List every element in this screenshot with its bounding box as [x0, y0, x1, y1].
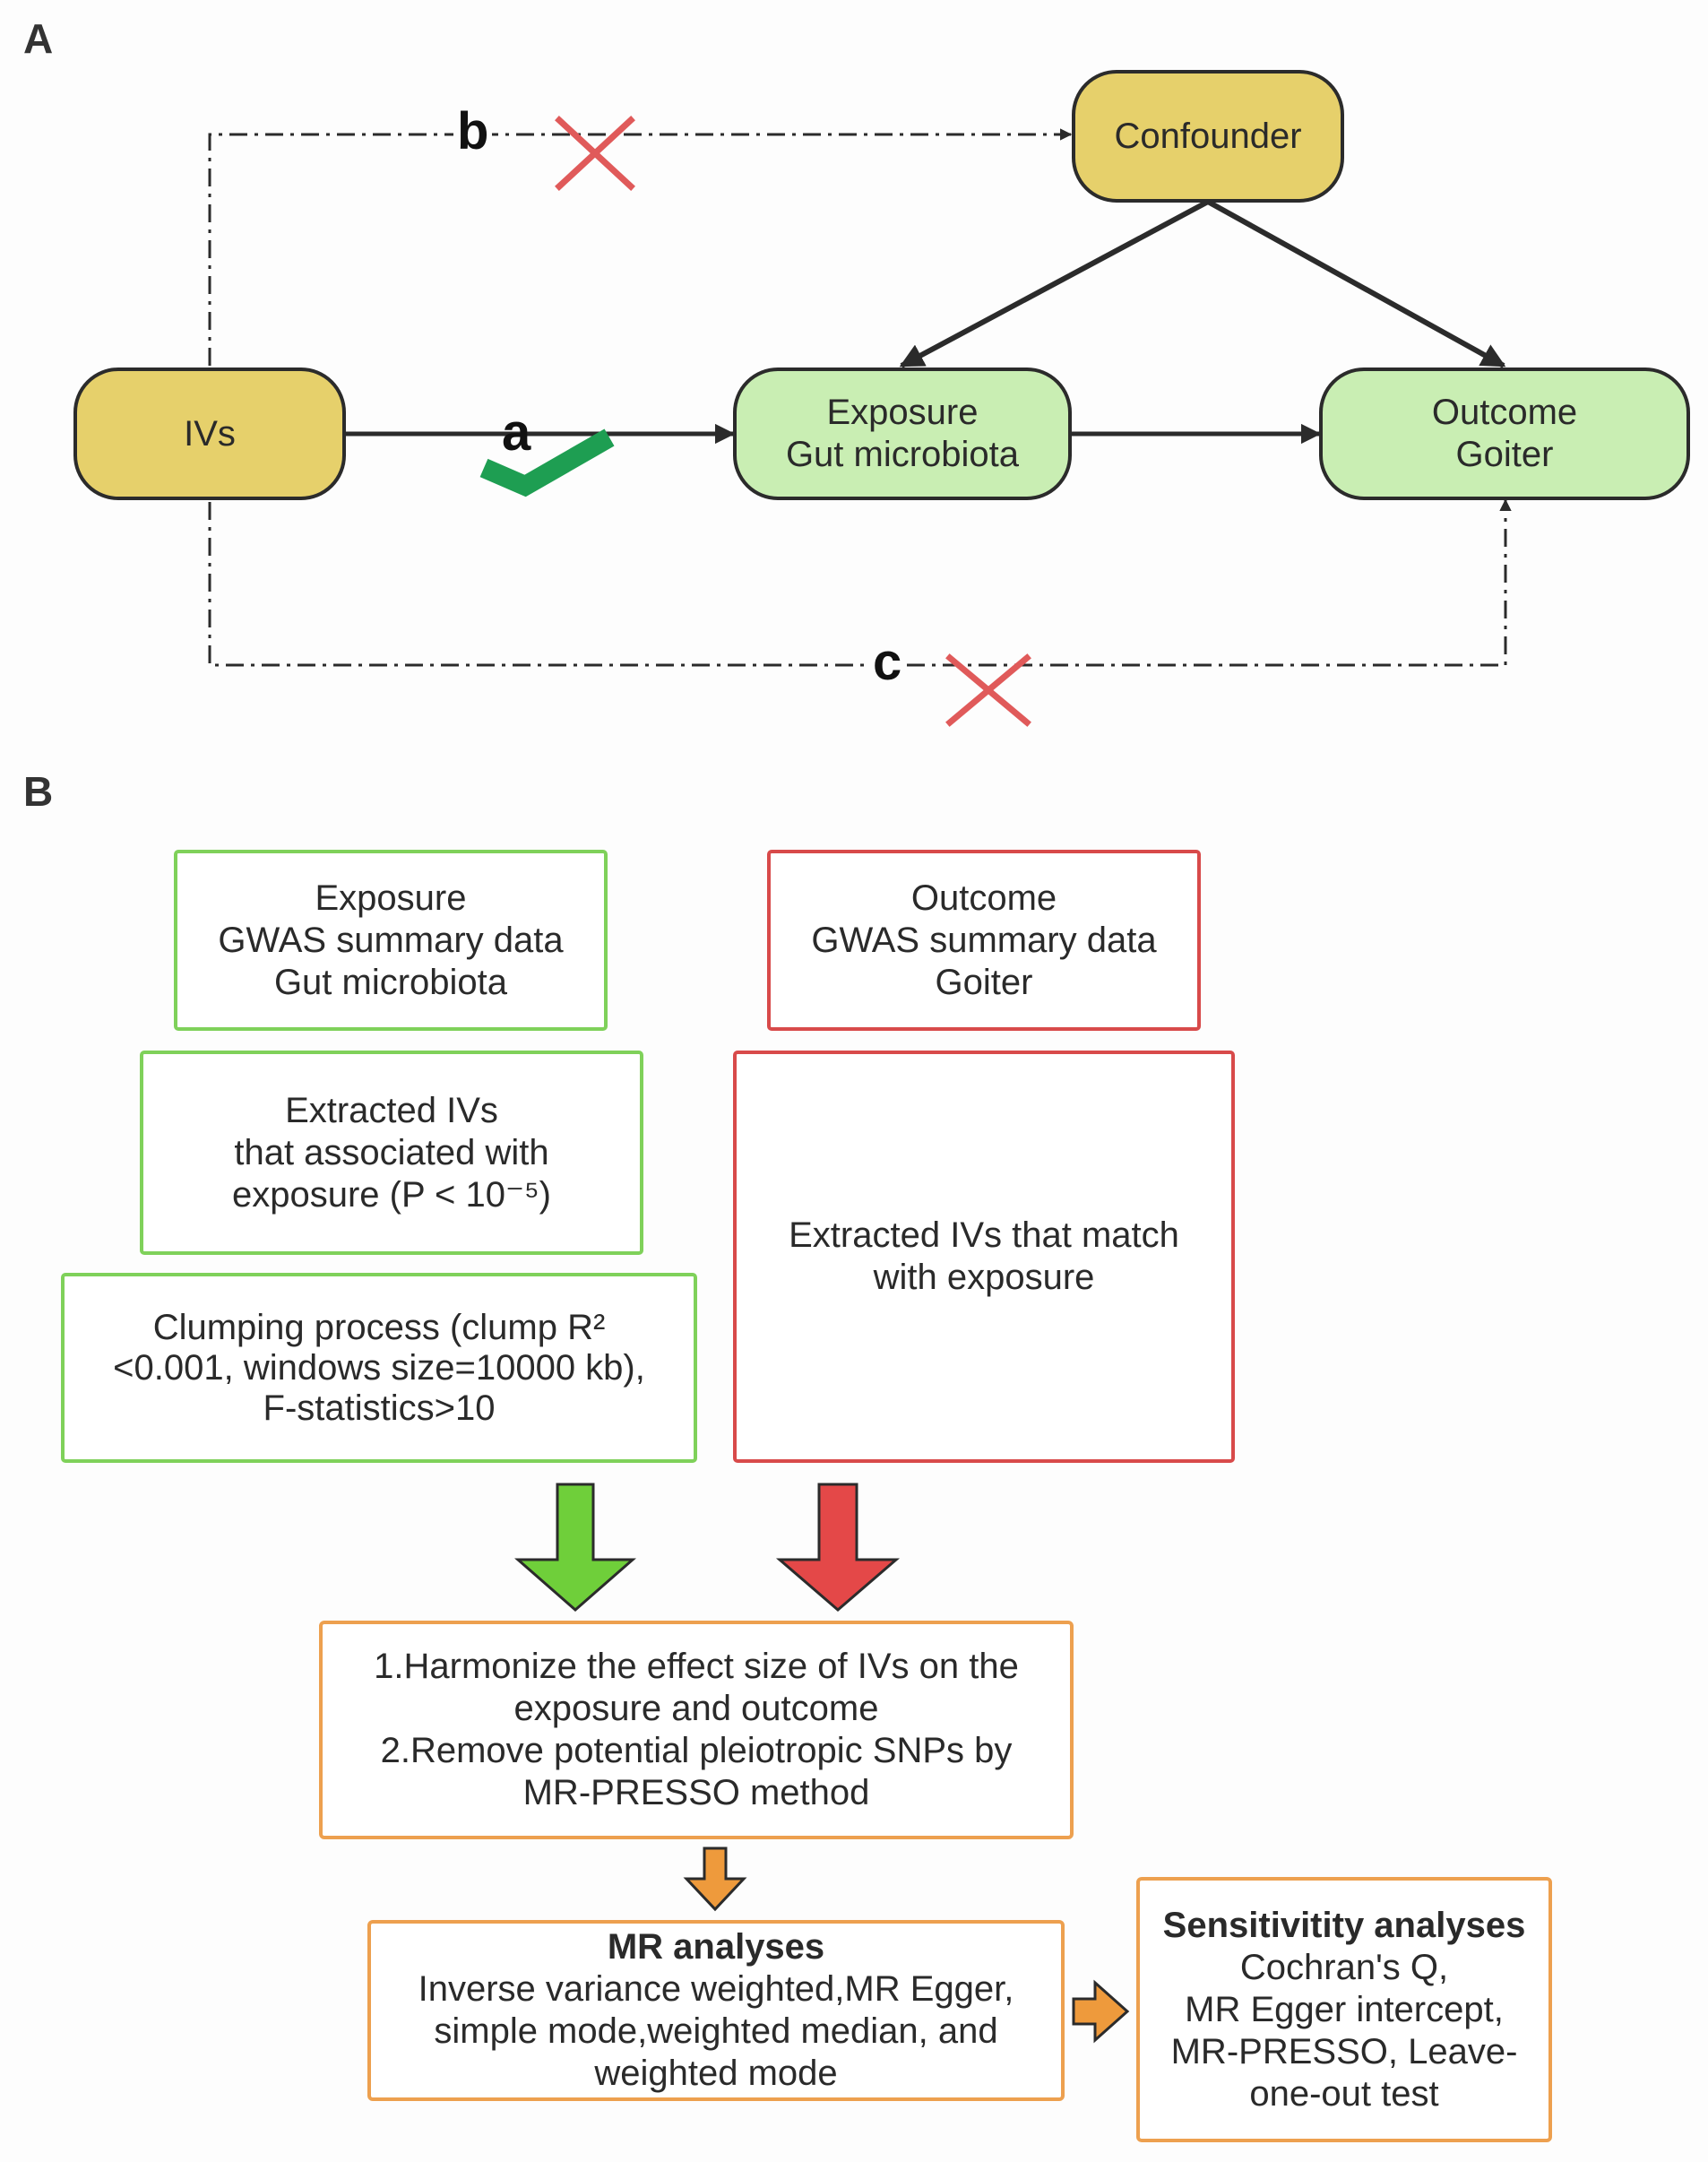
confounder-node-label: Confounder: [1114, 116, 1302, 156]
orange-down-arrow: [683, 1846, 747, 1912]
extract-exposure-box: Extracted IVs that associated with expos…: [140, 1051, 643, 1255]
exposure-node-subtitle: Gut microbiota: [785, 435, 1020, 474]
confounder-to-outcome-line: [1206, 199, 1506, 368]
path-c-line: [208, 498, 1512, 667]
sensitivity-title: Sensitivitity analyses: [1162, 1905, 1526, 1945]
extract-outcome-line-1: Extracted IVs that match: [789, 1215, 1179, 1255]
exposure-node-title: Exposure: [826, 393, 979, 432]
sensitivity-line-2: MR Egger intercept,: [1185, 1989, 1504, 2029]
outcome-node: Outcome Goiter: [1319, 368, 1690, 500]
outcome-gwas-line-3: Goiter: [935, 962, 1033, 1002]
exposure-gwas-line-1: Exposure: [315, 878, 467, 918]
mr-analyses-line-2: simple mode,weighted median, and: [434, 2011, 998, 2051]
harmonize-box: 1.Harmonize the effect size of IVs on th…: [319, 1621, 1074, 1839]
mr-analyses-title: MR analyses: [607, 1927, 825, 1967]
mr-analyses-line-3: weighted mode: [594, 2054, 838, 2093]
red-down-arrow: [775, 1483, 901, 1612]
outcome-gwas-box: Outcome GWAS summary data Goiter: [767, 850, 1201, 1031]
harmonize-line-2: exposure and outcome: [513, 1689, 879, 1728]
path-a-label: a: [502, 403, 531, 462]
sensitivity-line-4: one-out test: [1249, 2073, 1439, 2114]
path-b-label: b: [453, 106, 493, 158]
exposure-gwas-line-3: Gut microbiota: [273, 962, 508, 1002]
path-b-line: [208, 128, 1073, 366]
sensitivity-line-3: MR-PRESSO, Leave-: [1170, 2031, 1518, 2071]
outcome-gwas-line-2: GWAS summary data: [811, 920, 1157, 960]
confounder-node: Confounder: [1072, 70, 1344, 203]
extract-exposure-line-2: that associated with: [234, 1132, 549, 1172]
cross-icon: [945, 653, 1031, 727]
sensitivity-line-1: Cochran's Q,: [1239, 1947, 1449, 1987]
mr-analyses-box: MR analyses Inverse variance weighted,MR…: [367, 1920, 1065, 2101]
extract-outcome-box: Extracted IVs that match with exposure: [733, 1051, 1235, 1463]
outcome-gwas-line-1: Outcome: [910, 878, 1057, 918]
panel-b-letter: B: [23, 768, 54, 815]
exposure-node: Exposure Gut microbiota: [733, 368, 1072, 500]
path-c-label: c: [869, 636, 906, 688]
panel-a-letter: A: [23, 15, 54, 62]
exposure-gwas-box: Exposure GWAS summary data Gut microbiot…: [174, 850, 608, 1031]
clumping-line-2: <0.001, windows size=10000 kb),: [113, 1347, 645, 1388]
harmonize-line-4: MR-PRESSO method: [522, 1773, 870, 1812]
outcome-node-title: Outcome: [1431, 393, 1578, 432]
green-down-arrow: [514, 1483, 636, 1612]
cross-icon: [555, 116, 635, 191]
check-icon: [479, 428, 615, 497]
orange-right-arrow: [1072, 1979, 1130, 2044]
clumping-line-3: F-statistics>10: [263, 1388, 496, 1428]
extract-outcome-line-2: with exposure: [873, 1258, 1095, 1297]
extract-exposure-line-3: exposure (P < 10⁻⁵): [231, 1174, 552, 1215]
harmonize-line-1: 1.Harmonize the effect size of IVs on th…: [374, 1647, 1019, 1686]
exposure-gwas-line-2: GWAS summary data: [218, 920, 564, 960]
outcome-node-subtitle: Goiter: [1455, 435, 1554, 474]
clumping-box: Clumping process (clump R² <0.001, windo…: [61, 1273, 697, 1463]
mr-analyses-line-1: Inverse variance weighted,MR Egger,: [418, 1969, 1014, 2009]
harmonize-line-3: 2.Remove potential pleiotropic SNPs by: [380, 1731, 1013, 1770]
ivs-node-label: IVs: [184, 413, 236, 454]
clumping-line-1: Clumping process (clump R²: [152, 1307, 606, 1347]
extract-exposure-line-1: Extracted IVs: [285, 1090, 498, 1130]
ivs-node: IVs: [73, 368, 346, 500]
sensitivity-box: Sensitivitity analyses Cochran's Q, MR E…: [1136, 1877, 1552, 2142]
confounder-to-exposure-line: [899, 199, 1210, 368]
